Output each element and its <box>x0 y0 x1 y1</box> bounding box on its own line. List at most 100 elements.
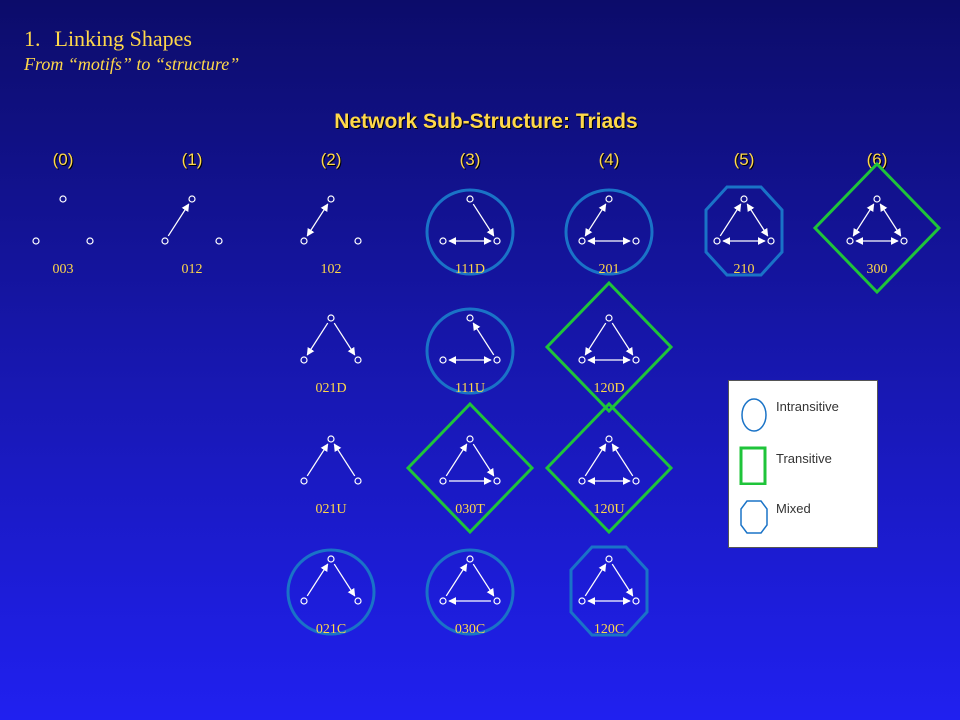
transitive-diamond <box>544 401 674 535</box>
mixed-octagon <box>704 185 784 277</box>
triad-node <box>713 237 721 245</box>
triad-label: 120U <box>593 502 624 517</box>
directed-edge <box>611 563 634 597</box>
triad-node <box>493 477 501 485</box>
directed-edge <box>333 322 356 356</box>
triad-node <box>466 435 474 443</box>
triad-node <box>327 195 335 203</box>
transitive-diamond <box>812 161 942 295</box>
directed-edge <box>472 203 495 237</box>
directed-edge <box>472 322 495 356</box>
legend-ellipse-icon <box>741 398 767 432</box>
triad-node <box>767 237 775 245</box>
column-label-0: (0) <box>52 150 74 169</box>
legend: Intransitive Transitive Mixed <box>728 380 878 548</box>
triad-node <box>300 597 308 605</box>
triad-210: 210 <box>704 185 784 277</box>
mutual-edge <box>306 203 329 237</box>
directed-edge <box>333 563 356 597</box>
directed-edge <box>333 443 356 477</box>
triad-node <box>605 435 613 443</box>
triad-label: 012 <box>182 262 203 277</box>
triad-node <box>86 237 94 245</box>
triad-node <box>632 356 640 364</box>
triad-node <box>740 195 748 203</box>
legend-octagon-icon <box>740 500 768 534</box>
directed-edge <box>584 563 607 597</box>
triad-node <box>32 237 40 245</box>
triad-node <box>493 597 501 605</box>
heading-number: 1. <box>24 26 41 51</box>
directed-edge <box>472 563 495 597</box>
triad-node <box>439 477 447 485</box>
triad-node <box>354 597 362 605</box>
column-label-5: (5) <box>733 150 755 169</box>
mixed-octagon <box>569 545 649 637</box>
triad-003: 003 <box>32 195 94 277</box>
triad-label: 021C <box>316 622 346 637</box>
triad-node <box>605 555 613 563</box>
triad-node <box>439 597 447 605</box>
directed-edge <box>306 563 329 597</box>
directed-edge <box>306 443 329 477</box>
diagram-title: Network Sub-Structure: Triads <box>334 110 638 133</box>
directed-edge <box>611 443 634 477</box>
directed-edge <box>472 443 495 477</box>
column-label-3: (3) <box>459 150 481 169</box>
triad-node <box>466 555 474 563</box>
triad-label: 021D <box>315 381 346 396</box>
triad-node <box>354 356 362 364</box>
intransitive-ellipse <box>425 548 515 636</box>
column-label-6: (6) <box>866 150 888 169</box>
triad-node <box>578 237 586 245</box>
triad-node <box>354 477 362 485</box>
triad-node <box>327 435 335 443</box>
legend-item-transitive: Transitive <box>729 441 877 485</box>
triad-node <box>632 477 640 485</box>
triad-node <box>578 356 586 364</box>
triad-label: 111U <box>455 381 485 396</box>
triad-label: 201 <box>599 262 620 277</box>
triad-node <box>466 314 474 322</box>
triad-300: 300 <box>812 161 942 295</box>
triad-012: 012 <box>161 195 223 277</box>
triad-node <box>578 597 586 605</box>
triad-node <box>354 237 362 245</box>
triad-node <box>873 195 881 203</box>
triad-node <box>188 195 196 203</box>
triad-node <box>59 195 67 203</box>
triad-120u: 120U <box>544 401 674 535</box>
triad-label: 003 <box>53 262 74 277</box>
directed-edge <box>445 443 468 477</box>
heading-subtitle: From “motifs” to “structure” <box>24 54 240 74</box>
triad-node <box>605 314 613 322</box>
slide-heading: 1.Linking Shapes From “motifs” to “struc… <box>24 26 239 75</box>
triad-node <box>439 237 447 245</box>
column-label-1: (1) <box>181 150 203 169</box>
triad-node <box>632 597 640 605</box>
directed-edge <box>306 322 329 356</box>
triad-group: 003 012 102 111D 201 210 300 021D 111U 120D 021U 03… <box>32 161 942 637</box>
mutual-edge <box>852 203 875 237</box>
legend-item-mixed: Mixed <box>729 493 877 534</box>
triad-120d: 120D <box>544 280 674 414</box>
triad-node <box>300 477 308 485</box>
triad-label: 210 <box>734 262 755 277</box>
triad-node <box>578 477 586 485</box>
column-label-2: (2) <box>320 150 342 169</box>
legend-label: Intransitive <box>776 399 839 414</box>
triad-node <box>161 237 169 245</box>
triad-021u: 021U <box>300 435 362 517</box>
triad-label: 111D <box>455 262 485 277</box>
triad-node <box>300 237 308 245</box>
directed-edge <box>445 563 468 597</box>
triad-120c: 120C <box>569 545 649 637</box>
triad-030c: 030C <box>425 548 515 637</box>
triad-label: 102 <box>321 262 342 277</box>
triad-021c: 021C <box>286 548 376 637</box>
triad-201: 201 <box>564 188 654 277</box>
heading-title: 1.Linking Shapes <box>24 26 239 52</box>
triad-node <box>846 237 854 245</box>
triad-label: 120D <box>593 381 624 396</box>
